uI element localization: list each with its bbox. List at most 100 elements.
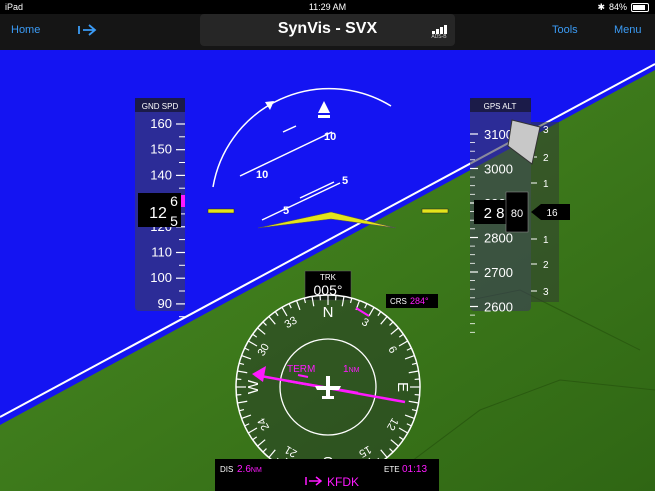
dis-unit: NM [251, 467, 262, 474]
route-arrow-icon[interactable] [78, 22, 98, 41]
bank-index-left [265, 101, 274, 110]
compass-label: 30 [256, 342, 273, 359]
altitude-tick-label: 3100 [484, 127, 513, 142]
compass-label: E [394, 382, 411, 392]
altitude-tape: GPS ALT 310030002900280027002600 2 8 80 [470, 98, 531, 333]
compass-label: N [323, 304, 334, 321]
altitude-tick-label: 2600 [484, 300, 513, 315]
compass-tick [288, 303, 292, 309]
compass-tick [257, 327, 266, 335]
compass-tick [241, 354, 252, 360]
waypoint-bar[interactable]: DIS 2.6NM ETE 01:13 KFDK [215, 459, 439, 491]
compass-tick [390, 439, 399, 447]
pitch-label-10-left: 10 [256, 169, 268, 181]
scale-value: 1NM [343, 364, 360, 375]
compass-label: W [245, 379, 262, 394]
compass-tick [268, 449, 276, 458]
dis-number: 2.6 [237, 464, 251, 475]
tools-button[interactable]: Tools [552, 24, 578, 36]
direct-to-icon [305, 476, 323, 486]
compass-tick [252, 436, 258, 441]
ete-value: 01:13 [402, 464, 427, 475]
level-bar-left [207, 208, 235, 214]
compass-tick [303, 297, 307, 304]
clock: 11:29 AM [308, 2, 347, 12]
compass-tick [262, 448, 267, 453]
compass-tick [398, 427, 408, 434]
roll-pointer-base [318, 115, 330, 118]
compass-tick [390, 327, 399, 335]
compass-tick [398, 340, 408, 347]
heading-pointer [355, 307, 370, 317]
airspeed-tick-label: 100 [150, 270, 172, 285]
compass-tick [408, 400, 419, 404]
compass-tick [406, 347, 412, 351]
airspeed-tick-label: 160 [150, 116, 172, 131]
bluetooth-icon: ✱ [597, 2, 605, 12]
compass-tick [398, 333, 404, 338]
status-bar: iPad 11:29 AM ✱ 84% [0, 0, 655, 14]
compass-tick [238, 408, 245, 412]
altitude-rolling-box [505, 191, 529, 233]
compass-tick [406, 423, 412, 427]
hsi: TRK 005° CRS 284° N36E1215S2124W3033 TER… [235, 270, 438, 480]
adsb-indicator: ADS-B [427, 24, 451, 40]
vsi-tick-label: 3 [543, 125, 549, 136]
ete-label: ETE [384, 465, 400, 474]
carrier-label: iPad [5, 2, 24, 12]
compass-tick [368, 307, 375, 317]
compass-tick [238, 362, 245, 366]
pitch-label-10-right: 10 [324, 131, 336, 143]
altitude-readout-main: 2 8 [484, 205, 505, 222]
crs-box [386, 294, 438, 308]
compass-tick [389, 321, 394, 326]
compass-tick [380, 449, 388, 458]
airspeed-tick-label: 110 [151, 245, 172, 260]
airspeed-readout-main: 12 [149, 205, 167, 222]
altitude-tick-label: 3000 [484, 162, 513, 177]
compass-label: 3 [359, 316, 370, 329]
compass-tick [274, 311, 279, 317]
vsi-pointer [531, 204, 570, 220]
range-ring [279, 338, 377, 436]
trk-label: TRK [320, 273, 337, 282]
synthetic-vision-display: 10 10 5 5 GND SPD 1601501401301201101009… [0, 50, 655, 491]
nav-bar: Home SynVis - SVX ADS-B Tools Menu [0, 14, 655, 50]
title-box[interactable]: SynVis - SVX ADS-B [200, 14, 455, 46]
dis-label: DIS [220, 465, 233, 474]
compass-tick [341, 296, 345, 307]
airspeed-tick-label: 90 [158, 296, 172, 311]
compass-tick [380, 316, 388, 325]
menu-button[interactable]: Menu [614, 24, 642, 36]
compass-tick [389, 448, 394, 453]
vsi-readout: 16 [546, 208, 558, 219]
vsi-tick-label: 1 [543, 179, 549, 190]
compass-tick [295, 300, 301, 311]
compass-tick [411, 362, 418, 366]
adsb-label: ADS-B [431, 34, 447, 40]
compass-tick [408, 370, 419, 374]
compass-tick [241, 414, 252, 420]
crs-label: CRS [390, 297, 407, 306]
pitch-label-5-right: 5 [342, 175, 348, 187]
scale-number: 1 [343, 364, 349, 375]
altitude-tick-label: 2700 [484, 265, 513, 280]
altitude-readout-rolling: 80 [511, 208, 523, 220]
home-button[interactable]: Home [11, 24, 41, 36]
airspeed-tick-label: 140 [150, 167, 172, 182]
level-bar-right [421, 208, 449, 214]
compass-label: 6 [385, 344, 398, 355]
compass-tick [398, 436, 404, 441]
battery-percent: 84% [608, 2, 627, 12]
compass-tick [281, 307, 288, 317]
compass-tick [237, 370, 248, 374]
compass-tick [268, 316, 276, 325]
compass-label: 12 [384, 416, 401, 433]
ownship-airplane-icon [315, 376, 341, 399]
vsi-needle-box [507, 119, 541, 165]
compass-tick [237, 400, 248, 404]
dis-value: 2.6NM [237, 464, 262, 475]
compass-label: 24 [256, 416, 273, 433]
compass-tick [411, 408, 418, 412]
